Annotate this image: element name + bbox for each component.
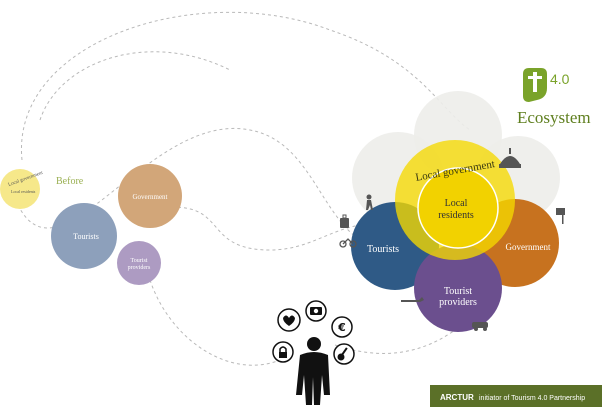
footer-background bbox=[430, 385, 602, 407]
local-residents-label-2: residents bbox=[438, 210, 474, 221]
logo-title: Ecosystem bbox=[517, 108, 591, 127]
plane-icon bbox=[401, 297, 424, 302]
dashed-arc-left-loop bbox=[39, 51, 231, 121]
before-providers-circle bbox=[117, 241, 161, 285]
logo-version: 4.0 bbox=[550, 71, 570, 87]
euro-icon: € bbox=[337, 321, 346, 334]
before-local-sub-label: Local residents bbox=[11, 189, 36, 194]
local-residents-label-1: Local bbox=[445, 198, 468, 209]
before-government-circle bbox=[118, 164, 182, 228]
before-heading: Before bbox=[56, 176, 84, 187]
before-providers-label-2: providers bbox=[128, 265, 151, 271]
providers-petal bbox=[414, 244, 502, 332]
lock-icon bbox=[279, 346, 287, 358]
bubble-guitar bbox=[333, 343, 355, 365]
providers-label-1: Tourist bbox=[444, 286, 472, 297]
tourism-logo: 4.0 Ecosystem bbox=[517, 68, 591, 127]
local-residents-ring bbox=[417, 167, 499, 249]
before-local-circle bbox=[0, 169, 40, 209]
tourists-label: Tourists bbox=[367, 244, 399, 255]
flag-icon bbox=[556, 208, 565, 224]
before-tourists-circle bbox=[51, 203, 117, 269]
heart-rate-icon bbox=[283, 315, 295, 326]
capitol-icon bbox=[499, 148, 521, 168]
bicycle-icon bbox=[339, 238, 357, 248]
footer-banner: ARCTUR initiator of Tourism 4.0 Partners… bbox=[430, 385, 602, 407]
bubble-camera bbox=[305, 300, 327, 322]
ecosystem-flower: Local government Local residents Tourist… bbox=[339, 91, 565, 332]
providers-label-2: providers bbox=[439, 297, 477, 308]
logo-t-stem bbox=[533, 72, 537, 92]
camera-icon bbox=[310, 307, 322, 315]
bubble-heart bbox=[277, 308, 301, 332]
before-providers-label-1: Tourist bbox=[131, 258, 148, 264]
local-residents-core bbox=[418, 168, 498, 248]
before-section: Before Local government Local residents … bbox=[0, 164, 182, 285]
dashed-arc-top bbox=[21, 11, 471, 161]
backpacker-icon bbox=[296, 337, 330, 405]
bubble-euro: € bbox=[331, 316, 353, 338]
before-tourists-label: Tourists bbox=[73, 232, 99, 241]
hiker-icon bbox=[366, 194, 373, 210]
car-icon bbox=[472, 322, 488, 331]
footer-brand: ARCTUR bbox=[440, 393, 474, 402]
dashed-arc-bottom bbox=[149, 279, 281, 366]
before-government-label: Government bbox=[133, 193, 168, 201]
guitar-icon bbox=[337, 347, 348, 361]
footer-text: initiator of Tourism 4.0 Partnership bbox=[479, 395, 585, 402]
backpacker-figure: € bbox=[272, 300, 355, 405]
bubble-lock bbox=[272, 341, 294, 363]
government-label: Government bbox=[506, 242, 551, 252]
suitcase-icon bbox=[340, 214, 349, 228]
